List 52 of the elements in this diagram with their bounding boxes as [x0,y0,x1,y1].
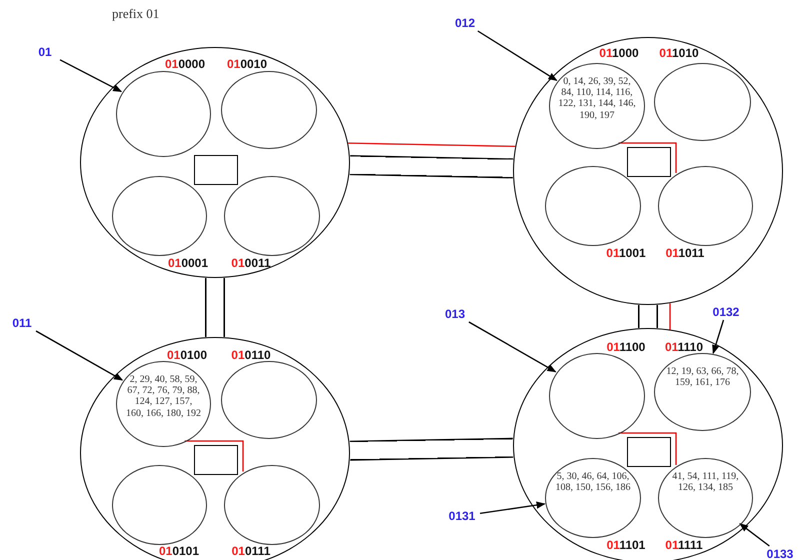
address-label: 011100 [606,340,646,354]
leader-arrow [36,330,124,381]
leader-arrow [477,30,558,81]
address-label: 011000 [599,46,639,60]
switch-box [627,147,671,177]
switch-box [194,445,238,475]
link-channel [350,438,514,461]
id-list: 2, 29, 40, 58, 59, 67, 72, 76, 79, 88, 124, 127, 157, 160, 166, 180, 192 [117,374,210,419]
cluster-circle [80,337,350,560]
link-channel [205,278,225,337]
address-label: 011011 [666,246,704,260]
address-label: 010100 [166,348,208,362]
switch-box [194,155,238,185]
prefix-label: 0132 [708,304,744,320]
address-label: 010010 [226,57,268,71]
route-line [618,142,677,173]
leader-arrow [468,321,556,372]
prefix-label: 0131 [444,508,480,524]
route-line [348,142,516,148]
address-label: 011101 [606,538,646,552]
leader-arrow [712,320,724,354]
id-list: 5, 30, 46, 64, 106, 108, 150, 156, 186 [546,471,640,494]
address-label: 010111 [232,544,270,558]
prefix-label: 0133 [762,546,798,560]
route-line [669,303,671,330]
address-label: 010001 [168,256,208,270]
route-line [184,440,244,472]
caption-text: prefix 01 [112,6,160,22]
prefix-label: 011 [8,315,36,331]
address-label: 010000 [164,57,206,71]
id-list: 12, 19, 63, 66, 78, 159, 161, 176 [655,366,750,388]
address-label: 011110 [664,340,704,354]
address-label: 011001 [606,246,646,260]
leader-arrow [60,59,122,92]
cluster-circle [80,47,350,278]
leader-arrow [480,502,546,514]
leader-arrow [739,523,770,547]
address-label: 010011 [231,256,271,270]
address-label: 010110 [231,348,271,362]
link-channel [350,155,514,178]
address-label: 010101 [158,544,200,558]
prefix-label: 013 [440,306,470,322]
id-list: 0, 14, 26, 39, 52, 84, 110, 114, 116, 122, 131, 144, 146, 190, 197 [550,76,644,121]
route-line [618,432,677,465]
prefix-label: 012 [450,15,480,31]
prefix-label: 01 [30,44,60,60]
id-list: 41, 54, 111, 119, 126, 134, 185 [659,471,752,494]
link-channel [638,305,658,328]
switch-box [627,437,671,467]
address-label: 011111 [665,538,703,552]
address-label: 011010 [659,46,699,60]
cluster-circle [513,37,783,305]
